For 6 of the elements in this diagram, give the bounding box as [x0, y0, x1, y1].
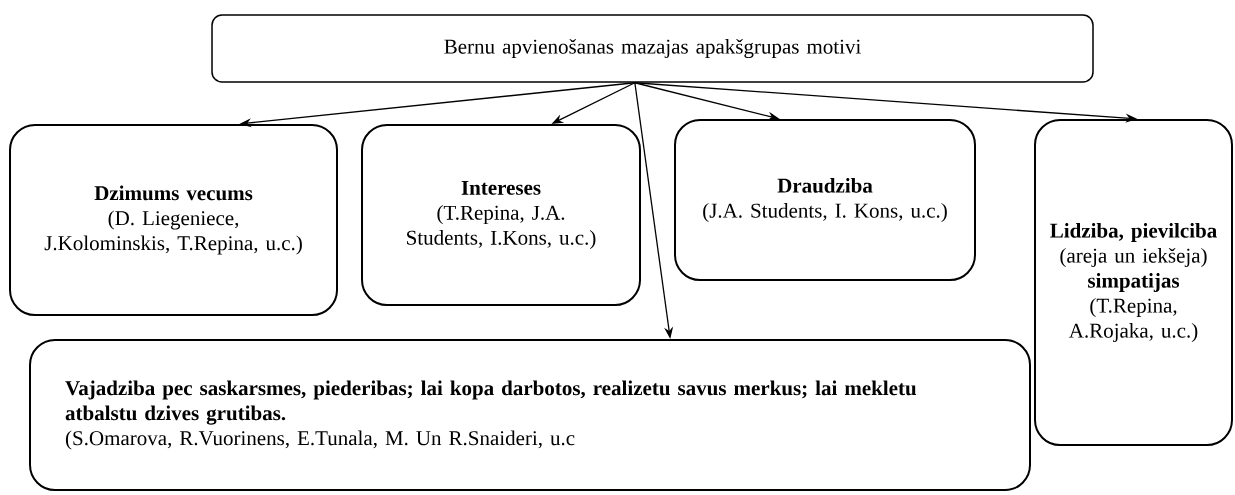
motive-box: Lidziba, pievilciba (areja un iekšeja) simpatijas (T.Repina, A.Rojaka, u.c.)	[1034, 119, 1233, 446]
motive-box: Draudziba (J.A. Students, I. Kons, u.c.)	[674, 119, 976, 281]
motive-box: Intereses (T.Repina, J.A. Students, I.Kons, u.c.)	[361, 124, 641, 306]
motive-box: Vajadziba pec saskarsmes, piederibas; lai kopa darbotos, realizetu savus merkus; lai mekletu atbalstu dzives grutibas. (S.Omarova, R.Vuorinens, E.Tunala, M. Un R.Snaideri, u.c	[29, 339, 1031, 491]
motive-box: Dzimums vecums (D. Liegeniece, J.Kolominskis, T.Repina, u.c.)	[9, 124, 338, 316]
heading-box: Bernu apvienošanas mazajas apakšgrupas motivi	[211, 14, 1094, 83]
